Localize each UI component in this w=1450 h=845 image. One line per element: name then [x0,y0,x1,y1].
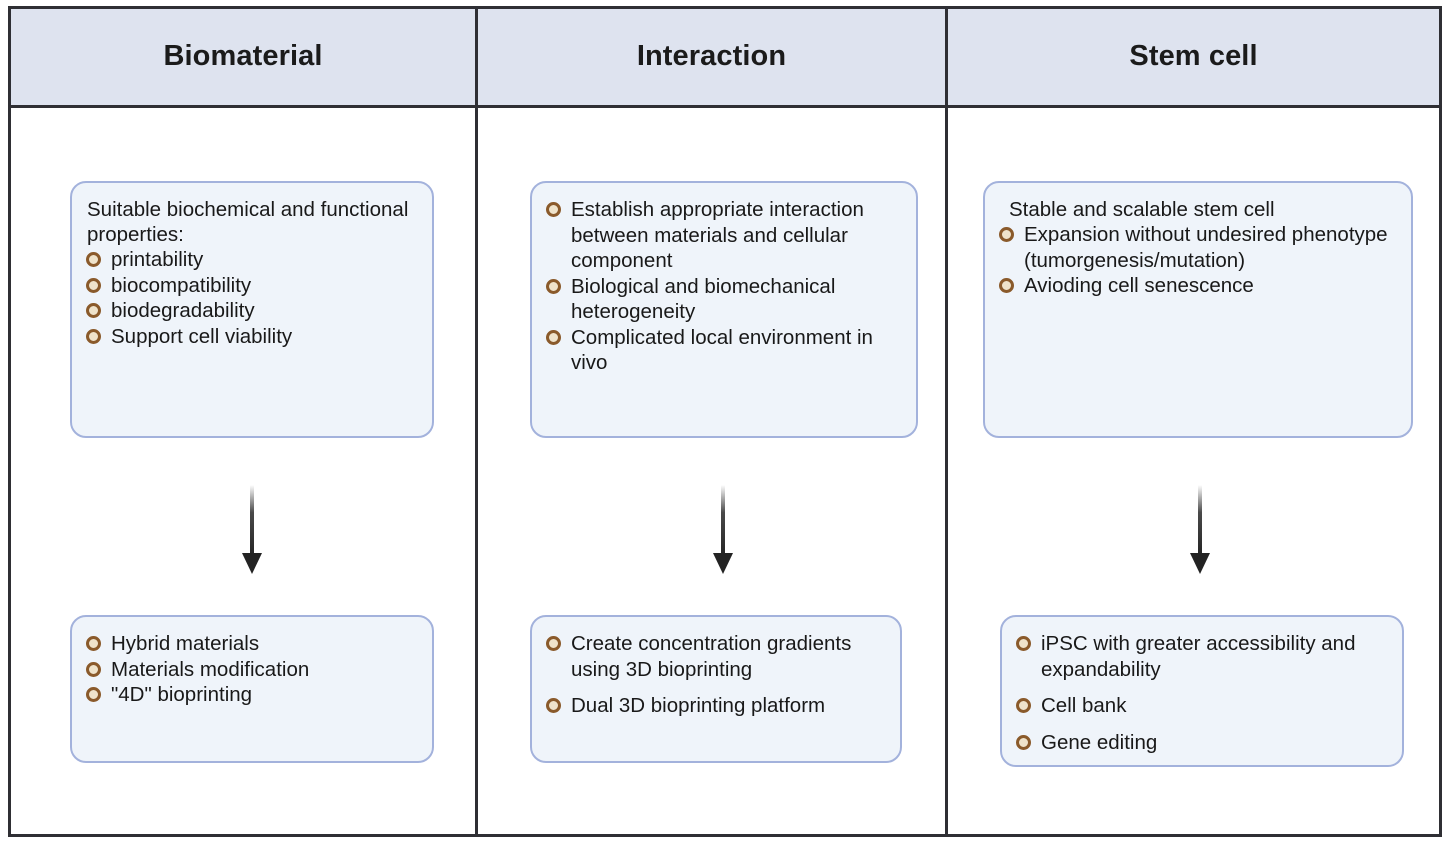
list-item-label: Complicated local environment in vivo [571,325,873,375]
list-item: biocompatibility [86,273,418,299]
bullet-circle-icon [546,636,561,651]
down-arrow-icon [713,485,733,574]
bullet-circle-icon [1016,734,1031,750]
list-item: biodegradability [86,298,418,324]
list-item: Expansion without undesired phenotype (t… [999,222,1397,273]
card-interaction-challenges: Establish appropriate interaction betwee… [530,181,918,438]
bullet-list: printability biocompatibility biodegrada… [86,247,418,349]
list-item-label: Avioding cell senescence [1024,274,1254,297]
list-item: Support cell viability [86,324,418,350]
list-item: "4D" bioprinting [86,682,418,708]
list-item-label: biocompatibility [111,273,252,297]
header-title-stem-cell: Stem cell [1129,40,1258,73]
card-lead-text: Stable and scalable stem cell [1009,198,1275,221]
list-item-label: Cell bank [1041,694,1127,717]
list-item-label: Biological and biomechanical heterogenei… [571,274,836,324]
list-item-label: iPSC with greater accessibility and expa… [1041,632,1356,681]
down-arrow-icon [1190,485,1210,574]
column-interaction: Establish appropriate interaction betwee… [478,108,948,834]
bullet-list: iPSC with greater accessibility and expa… [1016,631,1388,755]
bullet-circle-icon [999,278,1014,293]
list-item-label: Expansion without undesired phenotype (t… [1024,223,1388,272]
down-arrow-icon [242,485,262,574]
card-interaction-solutions: Create concentration gradients using 3D … [530,615,902,763]
bullet-circle-icon [546,698,561,713]
bullet-circle-icon [86,303,101,318]
bullet-circle-icon [1016,636,1031,651]
list-item: printability [86,247,418,273]
card-lead-text: Suitable biochemical and functional prop… [87,198,409,246]
card-biomaterial-challenges: Suitable biochemical and functional prop… [70,181,434,438]
bullet-list: Expansion without undesired phenotype (t… [999,222,1397,299]
list-item: Materials modification [86,657,418,683]
list-item: iPSC with greater accessibility and expa… [1016,631,1388,682]
bullet-circle-icon [86,636,101,651]
column-biomaterial: Suitable biochemical and functional prop… [11,108,478,834]
list-item: Establish appropriate interaction betwee… [546,197,902,274]
header-row: Biomaterial Interaction Stem cell [11,9,1439,108]
list-item-label: biodegradability [111,299,255,322]
header-cell-stem-cell: Stem cell [948,9,1439,105]
bullet-circle-icon [86,252,101,267]
header-cell-biomaterial: Biomaterial [11,9,478,105]
bullet-circle-icon [999,227,1014,242]
bullet-list: Establish appropriate interaction betwee… [546,197,902,376]
list-item-label: Materials modification [111,657,310,681]
list-item-label: printability [111,248,204,271]
header-title-biomaterial: Biomaterial [163,40,323,73]
list-item-label: Create concentration gradients using 3D … [571,632,852,681]
list-item-label: Hybrid materials [111,632,260,655]
column-stem-cell: Stable and scalable stem cell Expansion … [948,108,1439,834]
list-item-label: Dual 3D bioprinting platform [571,694,826,717]
header-title-interaction: Interaction [636,40,787,73]
list-item: Gene editing [1016,730,1388,756]
bullet-list: Create concentration gradients using 3D … [546,631,886,719]
list-item-label: "4D" bioprinting [111,683,253,706]
list-item-label: Gene editing [1041,730,1158,754]
list-item-label: Support cell viability [111,324,293,348]
card-stem-cell-challenges: Stable and scalable stem cell Expansion … [983,181,1413,438]
list-item: Dual 3D bioprinting platform [546,693,886,719]
bullet-circle-icon [546,329,561,345]
bullet-circle-icon [546,202,561,217]
list-item: Hybrid materials [86,631,418,657]
bullet-circle-icon [86,661,101,677]
bullet-circle-icon [546,278,561,294]
list-item: Cell bank [1016,693,1388,719]
card-stem-cell-solutions: iPSC with greater accessibility and expa… [1000,615,1404,767]
list-item-label: Establish appropriate interaction betwee… [571,198,864,272]
body-row: Suitable biochemical and functional prop… [11,108,1439,834]
header-cell-interaction: Interaction [478,9,948,105]
diagram-table-frame: Biomaterial Interaction Stem cell Suitab… [8,6,1442,837]
bullet-circle-icon [1016,698,1031,713]
list-item: Avioding cell senescence [999,273,1397,299]
card-biomaterial-solutions: Hybrid materials Materials modification … [70,615,434,763]
bullet-circle-icon [86,277,101,293]
list-item: Create concentration gradients using 3D … [546,631,886,682]
bullet-circle-icon [86,328,101,344]
bullet-circle-icon [86,687,101,702]
list-item: Biological and biomechanical heterogenei… [546,274,902,325]
list-item: Complicated local environment in vivo [546,325,902,376]
bullet-list: Hybrid materials Materials modification … [86,631,418,708]
